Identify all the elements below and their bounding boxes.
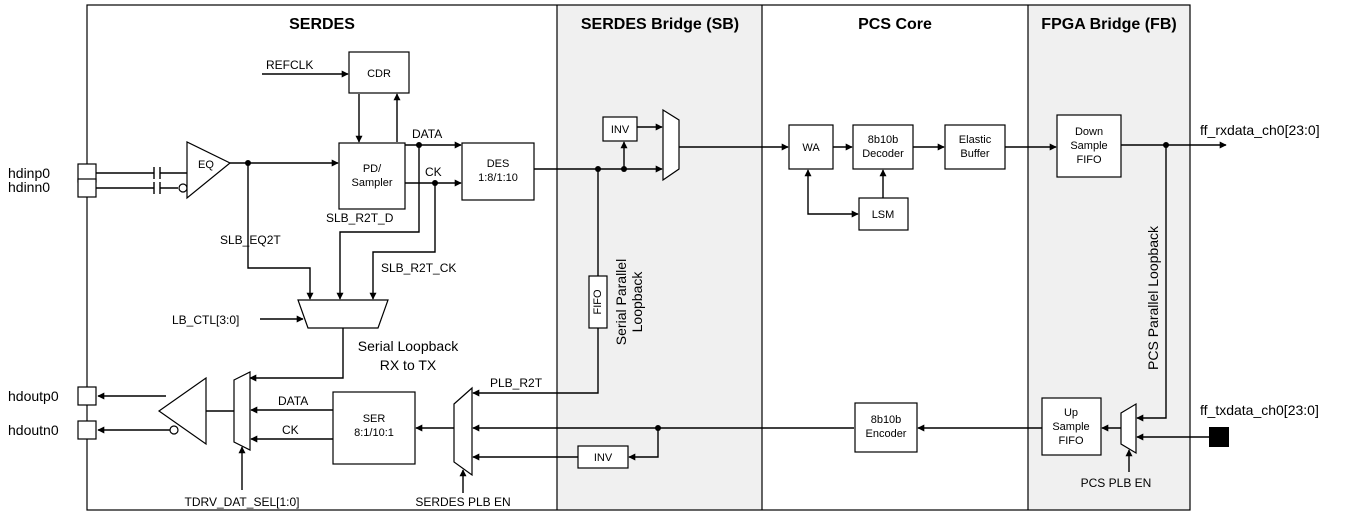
encoder-block: [854, 402, 918, 453]
cdr-label: CDR: [367, 68, 391, 80]
serial-loopback-mux: [297, 299, 389, 329]
lsm-block: [858, 197, 909, 231]
rxdata-label: ff_rxdata_ch0[23:0]: [1200, 122, 1320, 138]
down-fifo-label-1: Down: [1075, 126, 1103, 138]
serial-parallel-label-1: Serial Parallel: [613, 259, 629, 345]
section-borders: [86, 4, 1191, 511]
pin-hdinn0: [77, 178, 97, 198]
header-fpga-bridge: FPGA Bridge (FB): [1041, 16, 1176, 33]
pin-hdoutp0: [77, 386, 97, 406]
wa-block: [788, 124, 834, 170]
des-block: [461, 142, 535, 201]
pcs-parallel-label: PCS Parallel Loopback: [1145, 225, 1161, 370]
header-serdes: SERDES: [289, 16, 355, 33]
header-pcs-core: PCS Core: [858, 16, 932, 33]
txdata-label: ff_txdata_ch0[23:0]: [1200, 402, 1319, 418]
pd-label-2: Sampler: [352, 177, 393, 189]
input-wires: [96, 167, 190, 194]
tx-inverting-bubble: [169, 425, 179, 435]
serial-loopback-label-1: Serial Loopback: [358, 338, 459, 354]
lsm-label: LSM: [872, 209, 895, 221]
pin-hdoutn0: [77, 420, 97, 440]
wire-slb-eq2t: [247, 163, 314, 300]
serdes-plb-en-label: SERDES PLB EN: [415, 495, 510, 509]
tdrv-label: TDRV_DAT_SEL[1:0]: [185, 495, 300, 509]
wire-pcs-parallel-loopback: [1136, 145, 1167, 422]
inv-bottom-label: INV: [594, 452, 613, 464]
slb-r2t-ck-label: SLB_R2T_CK: [381, 261, 456, 275]
ser-block: [332, 391, 416, 465]
wa-label: WA: [802, 142, 820, 154]
pcs-plb-en-label: PCS PLB EN: [1081, 476, 1152, 490]
inv-top-block: [602, 116, 638, 142]
elastic-buffer-label-2: Buffer: [960, 148, 989, 160]
serdes-plb-mux: [453, 386, 473, 477]
plb-r2t-label: PLB_R2T: [490, 376, 543, 390]
pin-label-hdinp0: hdinp0: [8, 165, 50, 181]
elastic-buffer-block: [944, 124, 1006, 170]
tx-output-mux: [233, 371, 251, 451]
elastic-buffer-label-1: Elastic: [959, 134, 992, 146]
wire-tx-to-inv: [628, 428, 659, 461]
down-fifo-label-3: FIFO: [1076, 154, 1101, 166]
inverting-input-bubble: [178, 183, 188, 193]
up-sample-fifo-block: [1041, 397, 1102, 456]
slb-eq2t-label: SLB_EQ2T: [220, 233, 281, 247]
decoder-label-2: Decoder: [862, 148, 904, 160]
txdata-pin: [1209, 427, 1229, 447]
decoder-label-1: 8b10b: [868, 134, 899, 146]
data-rx-label: DATA: [412, 127, 442, 141]
wire-slb-r2t-ck: [369, 183, 436, 300]
des-label-2: 1:8/1:10: [478, 172, 518, 184]
ck-rx-label: CK: [425, 165, 442, 179]
tx-driver: [157, 376, 207, 446]
lb-ctl-label: LB_CTL[3:0]: [172, 313, 239, 327]
wire-wa-lsm: [804, 169, 859, 218]
down-fifo-label-2: Sample: [1070, 140, 1107, 152]
data-tx-label: DATA: [278, 394, 308, 408]
eq-amplifier: [186, 141, 232, 200]
pin-label-hdoutn0: hdoutn0: [8, 422, 59, 438]
up-fifo-label-2: Sample: [1052, 421, 1089, 433]
ser-label-2: 8:1/10:1: [354, 427, 394, 439]
up-fifo-label-3: FIFO: [1058, 435, 1083, 447]
encoder-label-1: 8b10b: [871, 414, 902, 426]
ser-label-1: SER: [363, 413, 386, 425]
serial-loopback-label-2: RX to TX: [380, 357, 437, 373]
refclk-label: REFCLK: [266, 58, 313, 72]
fifo-sb-label: FIFO: [592, 289, 604, 314]
header-serdes-bridge: SERDES Bridge (SB): [581, 16, 739, 33]
ck-tx-label: CK: [282, 423, 299, 437]
serdes-bridge-region: [557, 5, 762, 510]
fifo-sb-block: [588, 275, 608, 329]
inv-top-label: INV: [611, 124, 630, 136]
serial-parallel-label-2: Loopback: [629, 271, 645, 333]
slb-r2t-d-label: SLB_R2T_D: [326, 211, 394, 225]
up-fifo-label-1: Up: [1064, 407, 1078, 419]
wire-slb-r2t-d: [336, 145, 420, 300]
pd-sampler-block: [338, 142, 406, 210]
wire-plb-r2t: [472, 328, 599, 397]
encoder-label-2: Encoder: [866, 428, 907, 440]
pd-label-1: PD/: [363, 163, 382, 175]
wire-serial-loopback: [249, 328, 344, 382]
sb-rx-mux: [662, 108, 680, 182]
des-label-1: DES: [487, 158, 510, 170]
pin-label-hdinn0: hdinn0: [8, 179, 50, 195]
pcs-plb-mux: [1120, 402, 1137, 455]
pin-label-hdoutp0: hdoutp0: [8, 388, 59, 404]
eq-label: EQ: [198, 159, 214, 171]
down-sample-fifo-block: [1056, 114, 1122, 178]
cdr-block: [348, 51, 410, 94]
decoder-block: [852, 124, 914, 170]
